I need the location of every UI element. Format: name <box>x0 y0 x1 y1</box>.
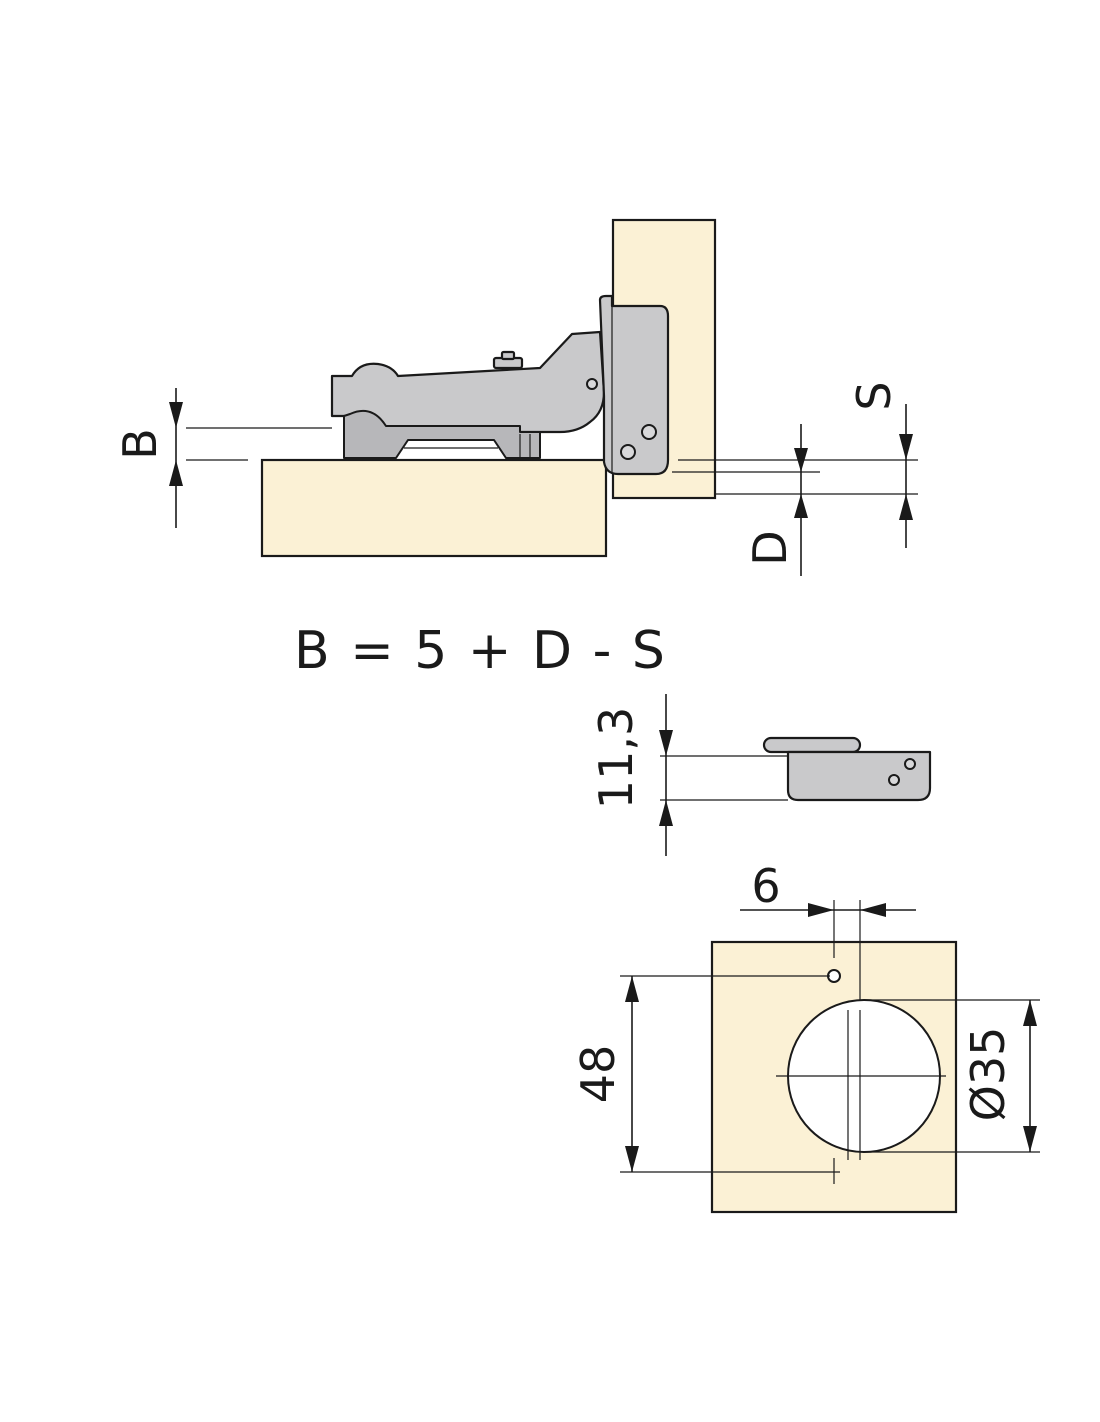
dimension-offset: 6 <box>740 859 916 1000</box>
plate-hole-upper <box>904 758 916 770</box>
dimension-height: 11,3 <box>589 694 788 856</box>
label-spacing: 48 <box>571 1045 625 1104</box>
label-height: 11,3 <box>589 707 643 809</box>
dimension-spacing: 48 <box>571 975 840 1184</box>
label-b: B <box>113 428 167 460</box>
formula: B = 5 + D - S <box>294 621 667 681</box>
drilling-pattern-view: 6 48 Ø35 <box>571 859 1040 1214</box>
label-d: D <box>743 530 797 565</box>
arm-rivet <box>586 378 598 390</box>
plate-top-flange <box>762 736 862 754</box>
dimension-b: B <box>113 388 332 528</box>
cabinet-side-panel <box>260 458 608 558</box>
dimension-s: S <box>678 381 918 548</box>
hinge-side-view: B D S <box>113 218 918 576</box>
plate-hole-lower <box>888 774 900 786</box>
label-diameter: Ø35 <box>961 1027 1015 1122</box>
plate-body <box>786 750 932 802</box>
cup-screw-hole-upper <box>641 424 657 440</box>
cup-screw-hole-lower <box>620 444 636 460</box>
hinge-mounting-plate <box>343 410 541 459</box>
label-offset: 6 <box>751 859 780 913</box>
dimension-diameter: Ø35 <box>864 999 1040 1153</box>
dimension-d: D <box>672 424 820 576</box>
label-s: S <box>847 381 901 410</box>
mounting-plate-side-view: 11,3 <box>589 694 932 856</box>
